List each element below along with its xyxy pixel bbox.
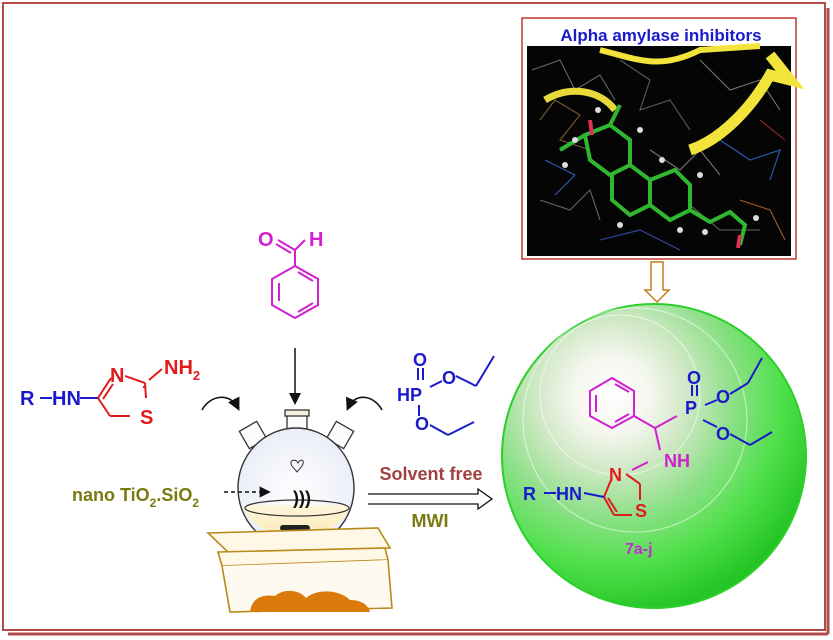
product-hn: HN bbox=[556, 484, 582, 504]
product-r: R bbox=[523, 484, 536, 504]
product-structure bbox=[544, 357, 773, 516]
protein-image-panel: Alpha amylase inhibitors bbox=[521, 17, 805, 260]
phosphite-o-bot: O bbox=[415, 414, 429, 434]
panel-title: Alpha amylase inhibitors bbox=[560, 26, 761, 45]
phosphite-o-mid: O bbox=[442, 368, 456, 388]
panel-to-product-arrow bbox=[643, 261, 671, 304]
product-s: S bbox=[635, 501, 647, 521]
product-o2: O bbox=[716, 424, 730, 444]
aldehyde-h: H bbox=[309, 229, 323, 251]
aldehyde-o: O bbox=[258, 229, 274, 251]
aminothiazole-n: N bbox=[110, 365, 124, 387]
outer-frame bbox=[2, 2, 826, 631]
product-label: 7a-j bbox=[625, 541, 653, 558]
phosphite-structure bbox=[417, 355, 495, 436]
condition-mwi: MWI bbox=[412, 511, 449, 531]
product-sphere bbox=[501, 303, 807, 609]
phosphite-o-top: O bbox=[413, 350, 427, 370]
aminothiazole-hn: HN bbox=[52, 388, 81, 410]
product-nh: NH bbox=[664, 451, 690, 471]
aminothiazole-structure bbox=[40, 368, 163, 417]
hot-plate bbox=[206, 527, 393, 613]
catalyst-label: nano TiO2.SiO2 bbox=[72, 485, 199, 510]
aminothiazole-nh2: NH2 bbox=[164, 357, 200, 383]
product-p: P bbox=[685, 398, 697, 418]
aminothiazole-s: S bbox=[140, 407, 153, 429]
round-bottom-flask bbox=[201, 396, 383, 549]
ultrasound-waves: ))) bbox=[293, 488, 311, 508]
product-o1: O bbox=[716, 387, 730, 407]
benzaldehyde-structure bbox=[271, 239, 319, 320]
product-n: N bbox=[609, 465, 622, 485]
condition-solvent-free: Solvent free bbox=[379, 464, 482, 484]
product-o-top: O bbox=[687, 368, 701, 388]
reaction-arrow bbox=[368, 487, 494, 511]
aminothiazole-r: R bbox=[20, 388, 35, 410]
phosphite-hp: HP bbox=[397, 385, 422, 405]
